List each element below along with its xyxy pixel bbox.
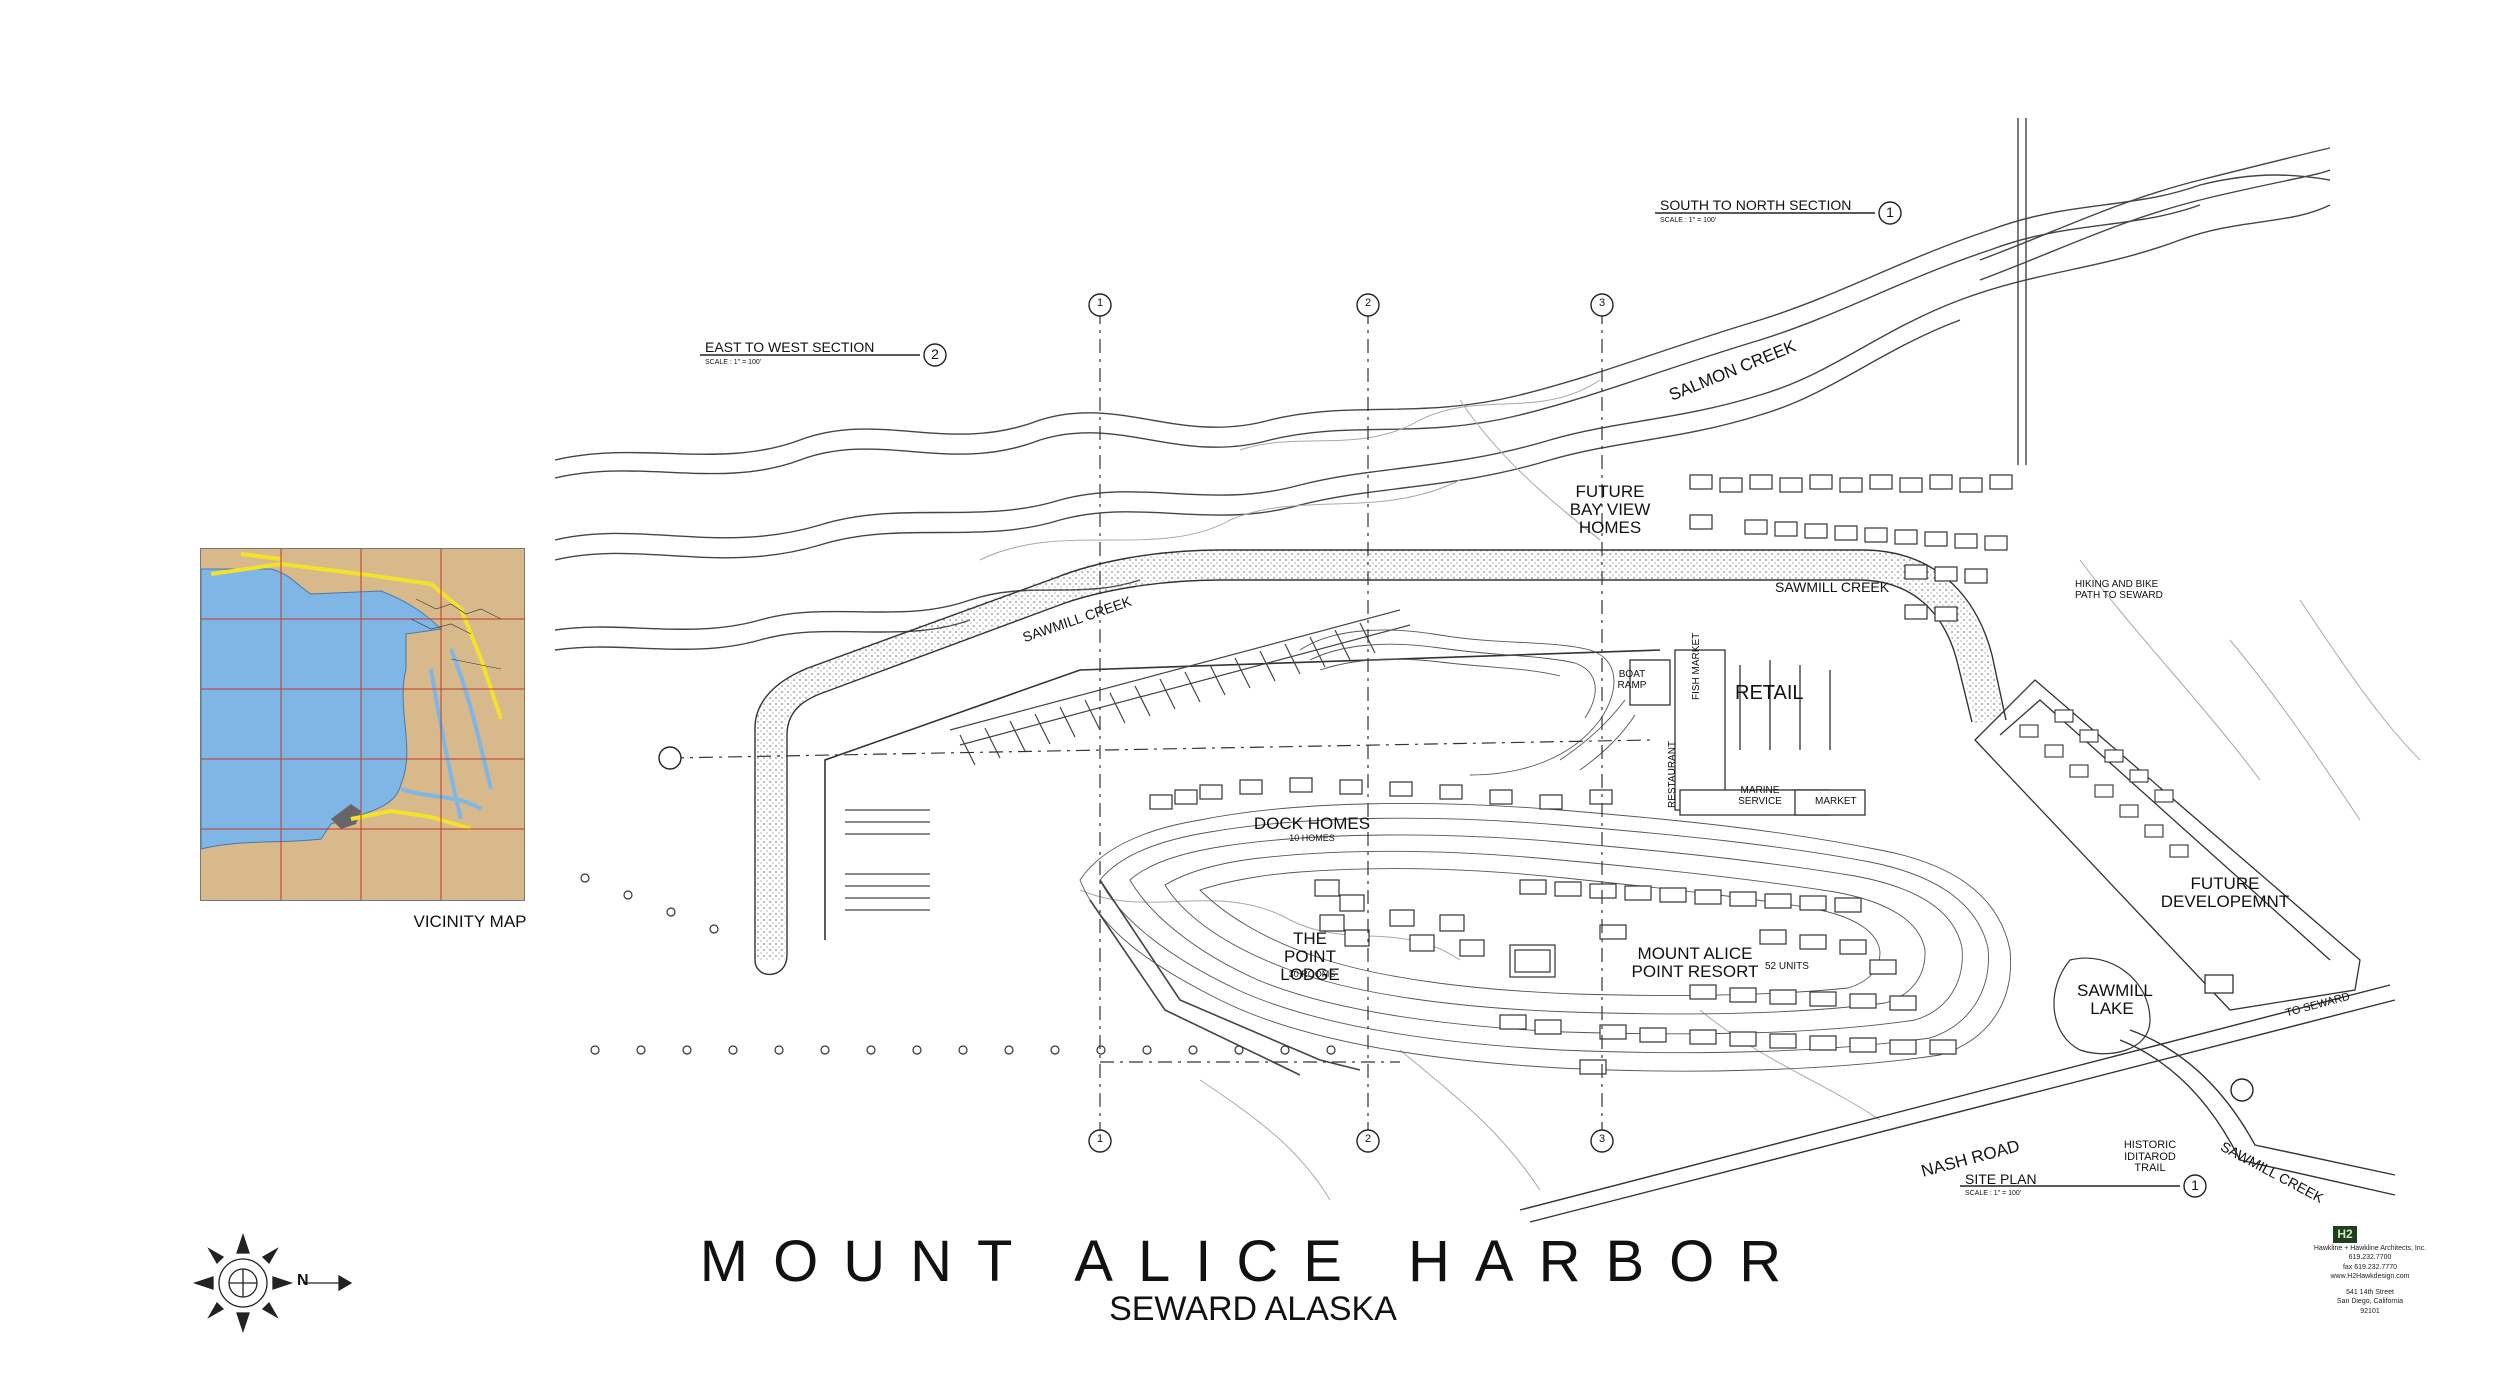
future-development-parcel: [1974, 679, 2361, 1011]
point-lodge-rooms: 30 ROOMS: [1288, 969, 1336, 979]
compass-north-letter: N: [297, 1272, 309, 1289]
marine-service-label: MARINE SERVICE: [1738, 785, 1782, 807]
section-marker-2-top: 2: [1364, 297, 1372, 309]
navigation-buoys: [580, 873, 1336, 1055]
site-plan-scale: SCALE : 1" = 100': [1965, 1190, 2022, 1197]
salmon-creek-contours: [554, 147, 2331, 651]
nash-road: [1519, 984, 2396, 1223]
firm-zip: 92101: [2360, 1307, 2380, 1315]
retail-complex: [1629, 649, 1866, 816]
iditarod-trail-label: HISTORIC IDITAROD TRAIL: [2123, 1139, 2177, 1175]
firm-info-block: Hawkline + Hawkline Architects, Inc. 619…: [2290, 1244, 2450, 1316]
section-cut-lines: [669, 310, 1651, 1140]
resort-label: MOUNT ALICE POINT RESORT: [1631, 944, 1759, 981]
point-lodge-label: THE POINT LODGE: [1280, 929, 1340, 984]
future-development-label: FUTURE DEVELOPEMNT: [2160, 874, 2290, 911]
vicinity-map: [200, 548, 525, 901]
sawmill-creek-east-label: SAWMILL CREEK: [1775, 579, 1890, 595]
south-north-section-label: SOUTH TO NORTH SECTION: [1660, 197, 1852, 213]
dock-homes-label: DOCK HOMES: [1253, 814, 1371, 833]
section-marker-symbols: [658, 293, 2254, 1153]
resurrection-bay-water: [201, 568, 443, 850]
east-west-section-scale: SCALE : 1" = 100': [705, 359, 762, 366]
section-marker-3-bottom: 3: [1598, 1133, 1606, 1145]
section-title-lines: [700, 201, 2207, 1198]
fish-market-label: FISH MARKET: [1691, 632, 1702, 700]
site-plan-number: 1: [2191, 1177, 2199, 1193]
firm-fax: fax 619.232.7770: [2342, 1263, 2398, 1271]
page-subtitle: SEWARD ALASKA: [1109, 1290, 1397, 1328]
future-bay-view-homes-label: FUTURE BAY VIEW HOMES: [1569, 482, 1651, 537]
bay-view-homes: [1689, 474, 2013, 622]
compass-rose-icon: [192, 1232, 353, 1334]
section-marker-3-top: 3: [1598, 297, 1606, 309]
sawmill-lake: [2053, 957, 2151, 1055]
peninsula-contours: [1079, 802, 2012, 1076]
north-road: [2017, 118, 2027, 465]
south-north-section-scale: SCALE : 1" = 100': [1660, 217, 1717, 224]
breakwater-inner: [786, 579, 1973, 955]
future-development-lots: [2019, 709, 2189, 858]
east-west-section-number: 2: [931, 346, 939, 362]
firm-name: Hawkline + Hawkline Architects, Inc.: [2313, 1245, 2427, 1252]
vicinity-map-graphic: [201, 549, 524, 900]
hillside-contours: [1299, 629, 1636, 776]
restaurant-label: RESTAURANT: [1667, 740, 1678, 808]
resort-buildings: [1314, 879, 1957, 1075]
dock-homes-row: [1149, 777, 1613, 810]
section-marker-1-bottom: 1: [1096, 1133, 1104, 1145]
south-north-section-number: 1: [1886, 204, 1894, 220]
section-marker-1-top: 1: [1096, 297, 1104, 309]
resort-units: 52 UNITS: [1765, 961, 1809, 972]
retail-label: RETAIL: [1735, 682, 1804, 704]
east-west-section-label: EAST TO WEST SECTION: [705, 339, 875, 355]
firm-logo: H2: [2333, 1226, 2357, 1243]
firm-street: 541 14th Street: [2346, 1288, 2394, 1296]
breakwater-tip: [754, 954, 788, 976]
vicinity-map-label: VICINITY MAP: [413, 912, 527, 931]
breakwater-outline: [754, 549, 2007, 960]
firm-phone: 619.232.7700: [2348, 1254, 2392, 1262]
dock-homes-units: 10 HOMES: [1289, 833, 1335, 843]
site-plan-label: SITE PLAN: [1965, 1171, 2037, 1187]
boat-ramp-label: BOAT RAMP: [1617, 669, 1647, 691]
page-title: MOUNT ALICE HARBOR: [699, 1229, 1807, 1294]
market-label: MARKET: [1815, 796, 1857, 807]
section-marker-2-bottom: 2: [1364, 1133, 1372, 1145]
sawmill-lake-label: SAWMILL LAKE: [2077, 981, 2153, 1018]
breakwater: [755, 550, 2005, 960]
dock-piers: [845, 609, 1411, 911]
firm-city: San Diego, California: [2336, 1298, 2404, 1306]
hiking-path-label: HIKING AND BIKE PATH TO SEWARD: [2075, 579, 2163, 601]
firm-web: www.H2Hawkdesign.com: [2330, 1273, 2410, 1281]
harbor-wall: [824, 649, 1661, 940]
